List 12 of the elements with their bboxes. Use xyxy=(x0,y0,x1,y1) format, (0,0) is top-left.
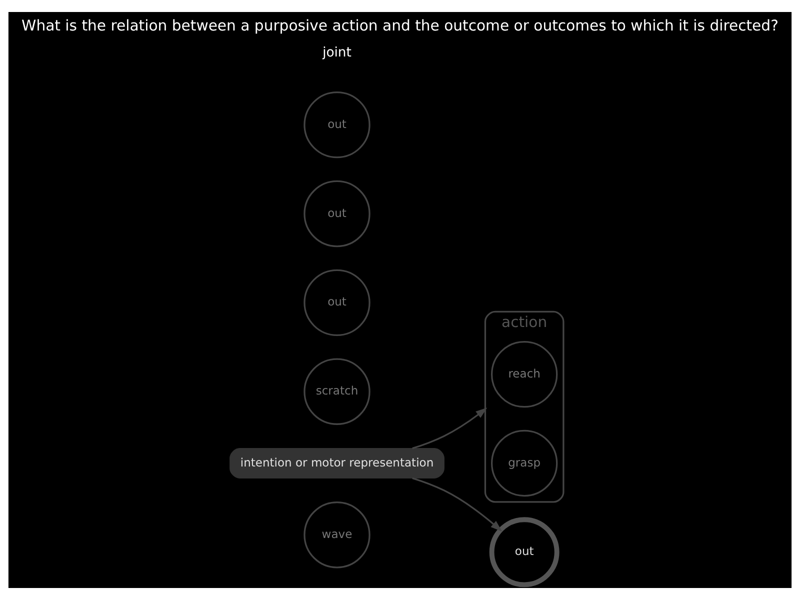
node-circle: reach xyxy=(491,340,558,408)
arrow xyxy=(412,477,502,532)
node-circle: out xyxy=(304,269,370,336)
label: joint xyxy=(322,45,352,60)
node-box: intention or motor representation xyxy=(230,448,444,478)
node-circle: out xyxy=(304,91,370,158)
diagram-title: What is the relation between a purposive action and the outcome or outcomes to which it is directed? xyxy=(22,17,778,34)
node-circle: out xyxy=(304,180,370,248)
node-circle: grasp xyxy=(491,430,558,497)
node-circle: scratch xyxy=(304,358,370,425)
arrow xyxy=(412,408,488,450)
node-circle: wave xyxy=(304,502,370,568)
